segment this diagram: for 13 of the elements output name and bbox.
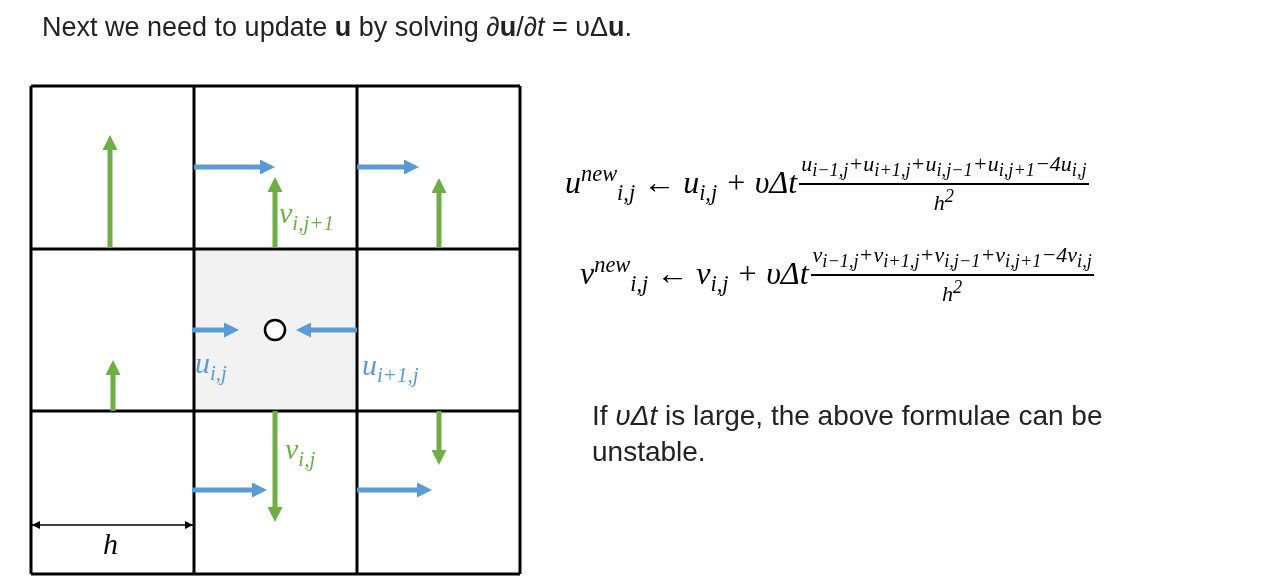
fraction-numerator: v$_{i−1,j}$+v$_{i+1,j}$+v$_{i,j−1}$+v$_{i,j+1}$−4v$_{i,j}$	[810, 243, 1094, 276]
fraction-denominator: h$^{2}$	[942, 275, 963, 307]
variable-label: v$_{i,j+1}$	[279, 196, 334, 236]
title: Next we need to update u by solving ∂u/∂t = υΔu.	[42, 12, 633, 43]
formula-text: u$^{new}$$_{i,j}$ ← u$_{i,j}$ + υΔt	[565, 161, 798, 207]
variable-label: u$_{i+1,j}$	[362, 348, 419, 388]
variable-label: v$_{i,j}$	[285, 432, 316, 472]
fraction-numerator: u$_{i−1,j}$+u$_{i+1,j}$+u$_{i,j−1}$+u$_{i,j+1}$−4u$_{i,j}$	[799, 152, 1089, 185]
dimension-label: h	[103, 527, 118, 561]
formula-text: v$^{new}$$_{i,j}$ ← v$_{i,j}$ + υΔt	[580, 252, 809, 298]
note-text: If υΔt is large, the above formulae can be unstable.	[592, 399, 1104, 470]
variable-label: u$_{i,j}$	[195, 346, 227, 386]
fraction-denominator: h$^{2}$	[933, 184, 954, 216]
